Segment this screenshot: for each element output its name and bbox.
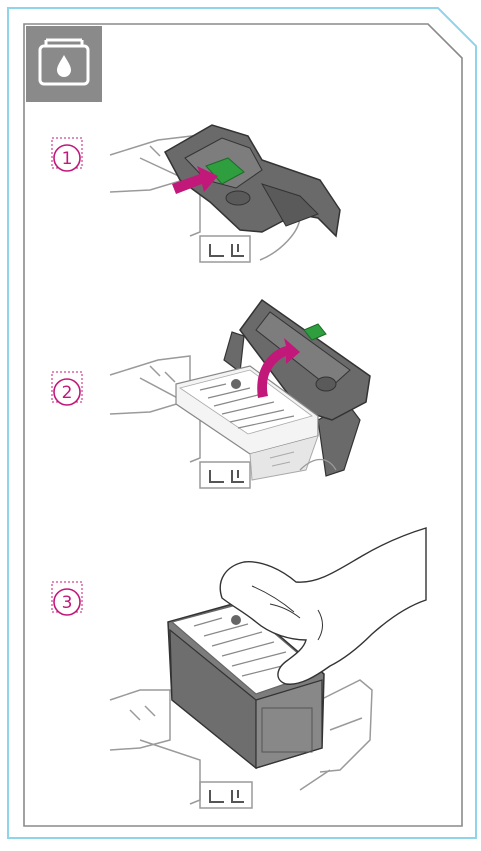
- step-2: 2: [52, 300, 370, 488]
- step-1: 1: [52, 125, 340, 262]
- printer-carriage-illustration-2: [110, 300, 370, 488]
- step-badge-3: 3: [52, 582, 82, 615]
- ink-cartridge-icon: [26, 26, 102, 102]
- cartridge-removal-illustration-3: [110, 528, 426, 808]
- step-number-3: 3: [62, 593, 73, 613]
- step-badge-1: 1: [52, 138, 82, 171]
- step-badge-2: 2: [52, 372, 82, 405]
- step-3: 3: [52, 528, 426, 808]
- step-number-2: 2: [62, 383, 73, 403]
- step-number-1: 1: [62, 149, 73, 169]
- printer-carriage-illustration-1: [110, 125, 340, 262]
